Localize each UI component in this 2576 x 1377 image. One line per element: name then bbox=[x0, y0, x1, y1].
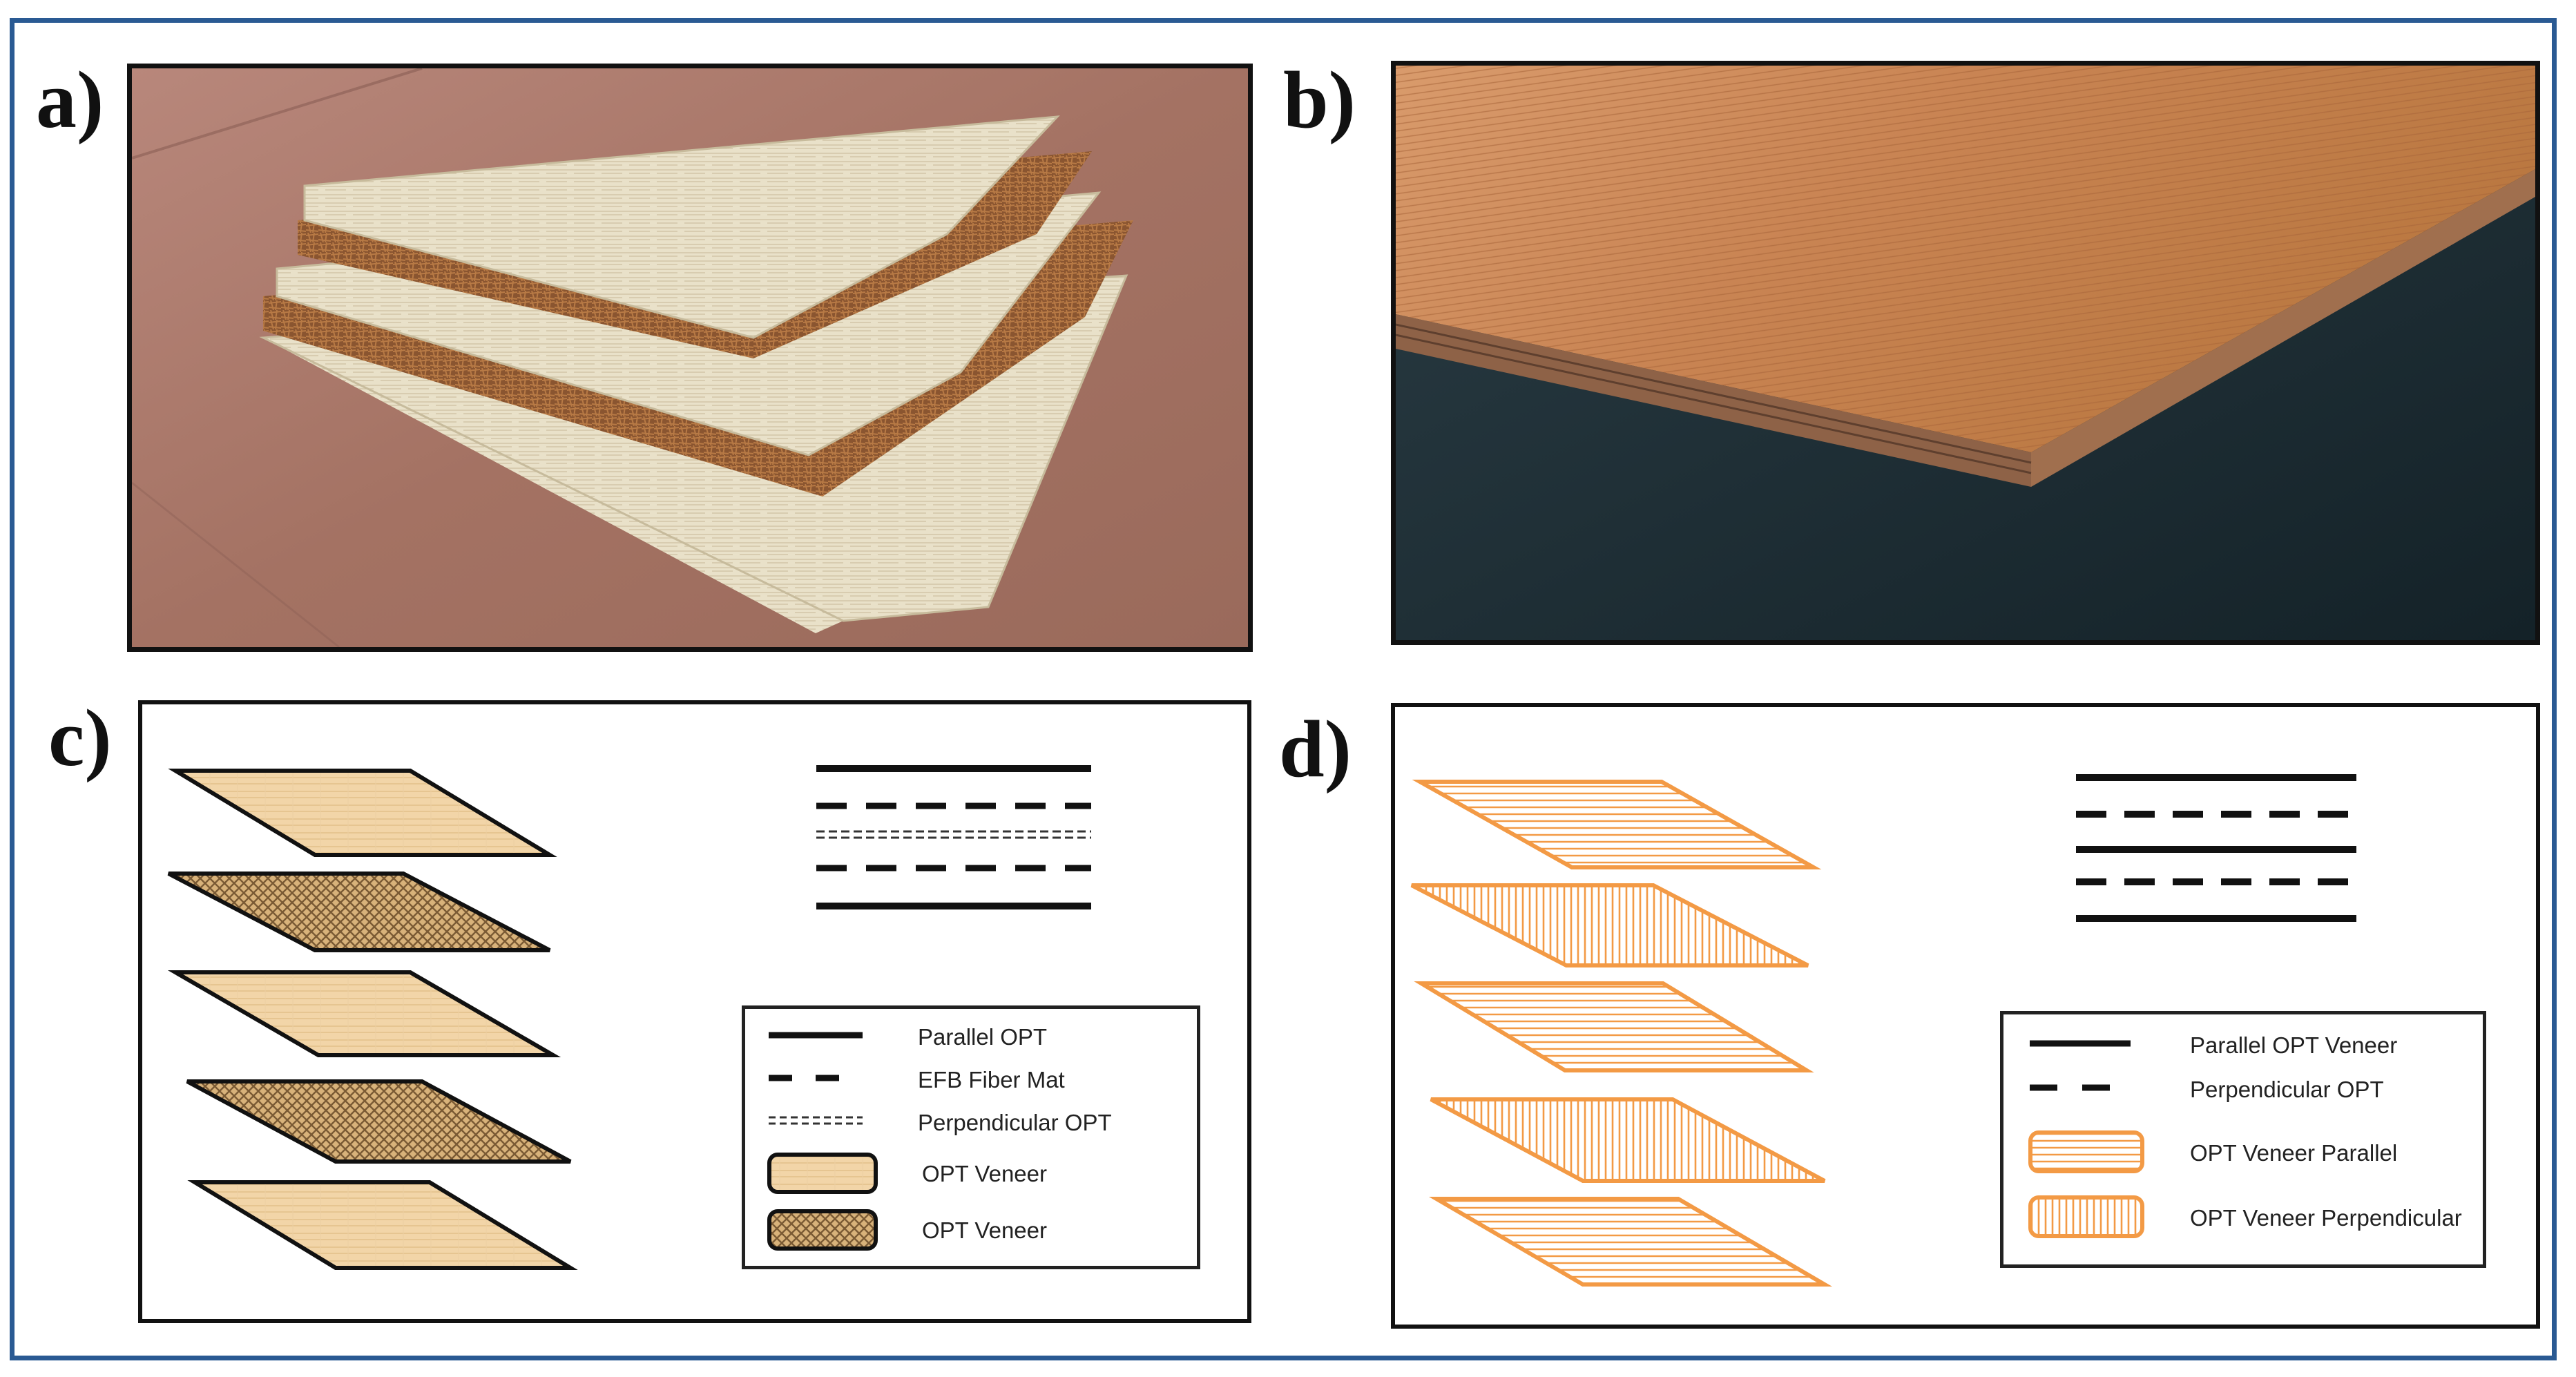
legend-c-row-1: Parallel OPT bbox=[745, 1017, 1197, 1059]
legend-c-label-3: Perpendicular OPT bbox=[918, 1110, 1112, 1135]
figure-frame bbox=[10, 18, 2557, 1360]
layer-c-2 bbox=[167, 872, 551, 952]
dashed-line-icon bbox=[769, 1075, 863, 1081]
panel-c-legend: Parallel OPT EFB Fiber Mat Perpendicular… bbox=[742, 1005, 1200, 1269]
legend-d-label-2: Perpendicular OPT bbox=[2190, 1077, 2384, 1102]
panel-d-label: d) bbox=[1279, 704, 1352, 794]
legend-d-row-4: OPT Veneer Perpendicular bbox=[2003, 1195, 2483, 1238]
panel-c-diagram: Parallel OPT EFB Fiber Mat Perpendicular… bbox=[138, 700, 1251, 1323]
panel-c-cross-section bbox=[816, 765, 1091, 909]
solid-line-icon bbox=[769, 1032, 863, 1039]
panel-b-label: b) bbox=[1283, 55, 1356, 145]
legend-c-row-5: OPT Veneer bbox=[745, 1209, 1197, 1251]
legend-d-row-2: Perpendicular OPT bbox=[2003, 1070, 2483, 1111]
plywood-board-photo bbox=[1396, 66, 2535, 640]
solid-line-icon bbox=[2030, 1040, 2131, 1047]
layer-d-5 bbox=[1428, 1197, 1833, 1287]
dashed-line-icon bbox=[2030, 1084, 2131, 1091]
legend-c-label-1: Parallel OPT bbox=[918, 1024, 1048, 1050]
panel-b-photo bbox=[1391, 61, 2540, 645]
layer-d-2 bbox=[1410, 883, 1809, 967]
mat-swatch-icon bbox=[767, 1209, 878, 1251]
layer-c-3 bbox=[167, 970, 561, 1057]
legend-d-row-3: OPT Veneer Parallel bbox=[2003, 1130, 2483, 1173]
legend-d-label-4: OPT Veneer Perpendicular bbox=[2190, 1205, 2462, 1231]
panel-a-label: a) bbox=[36, 55, 104, 145]
panel-d-layers bbox=[1410, 774, 2356, 1287]
veneer-stack-photo bbox=[132, 68, 1248, 647]
panel-c-label: c) bbox=[48, 693, 112, 783]
legend-d-label-1: Parallel OPT Veneer bbox=[2190, 1032, 2398, 1058]
layer-d-1 bbox=[1412, 780, 1822, 869]
legend-c-label-4: OPT Veneer bbox=[922, 1161, 1048, 1186]
panel-d-cross-section bbox=[2076, 774, 2356, 922]
layer-c-1 bbox=[168, 769, 557, 857]
layer-d-3 bbox=[1414, 981, 1814, 1072]
orange-perpendicular-swatch-icon bbox=[2028, 1195, 2144, 1238]
layer-c-5 bbox=[187, 1180, 578, 1270]
panel-d-diagram: Parallel OPT Veneer Perpendicular OPT OP… bbox=[1391, 703, 2540, 1329]
panel-d-legend: Parallel OPT Veneer Perpendicular OPT OP… bbox=[2000, 1011, 2486, 1268]
layer-c-4 bbox=[186, 1079, 572, 1164]
legend-c-row-3: Perpendicular OPT bbox=[745, 1103, 1197, 1144]
legend-c-label-5: OPT Veneer bbox=[922, 1217, 1048, 1243]
dotted-line-icon bbox=[769, 1116, 863, 1125]
legend-d-label-3: OPT Veneer Parallel bbox=[2190, 1140, 2398, 1166]
panel-a-photo bbox=[127, 64, 1253, 652]
veneer-swatch-icon bbox=[767, 1153, 878, 1194]
orange-parallel-swatch-icon bbox=[2028, 1130, 2144, 1173]
panel-c-layers bbox=[167, 765, 1091, 1270]
legend-d-row-1: Parallel OPT Veneer bbox=[2003, 1025, 2483, 1067]
legend-c-row-4: OPT Veneer bbox=[745, 1153, 1197, 1194]
legend-c-row-2: EFB Fiber Mat bbox=[745, 1060, 1197, 1101]
legend-c-label-2: EFB Fiber Mat bbox=[918, 1067, 1065, 1092]
layer-d-4 bbox=[1430, 1097, 1826, 1183]
